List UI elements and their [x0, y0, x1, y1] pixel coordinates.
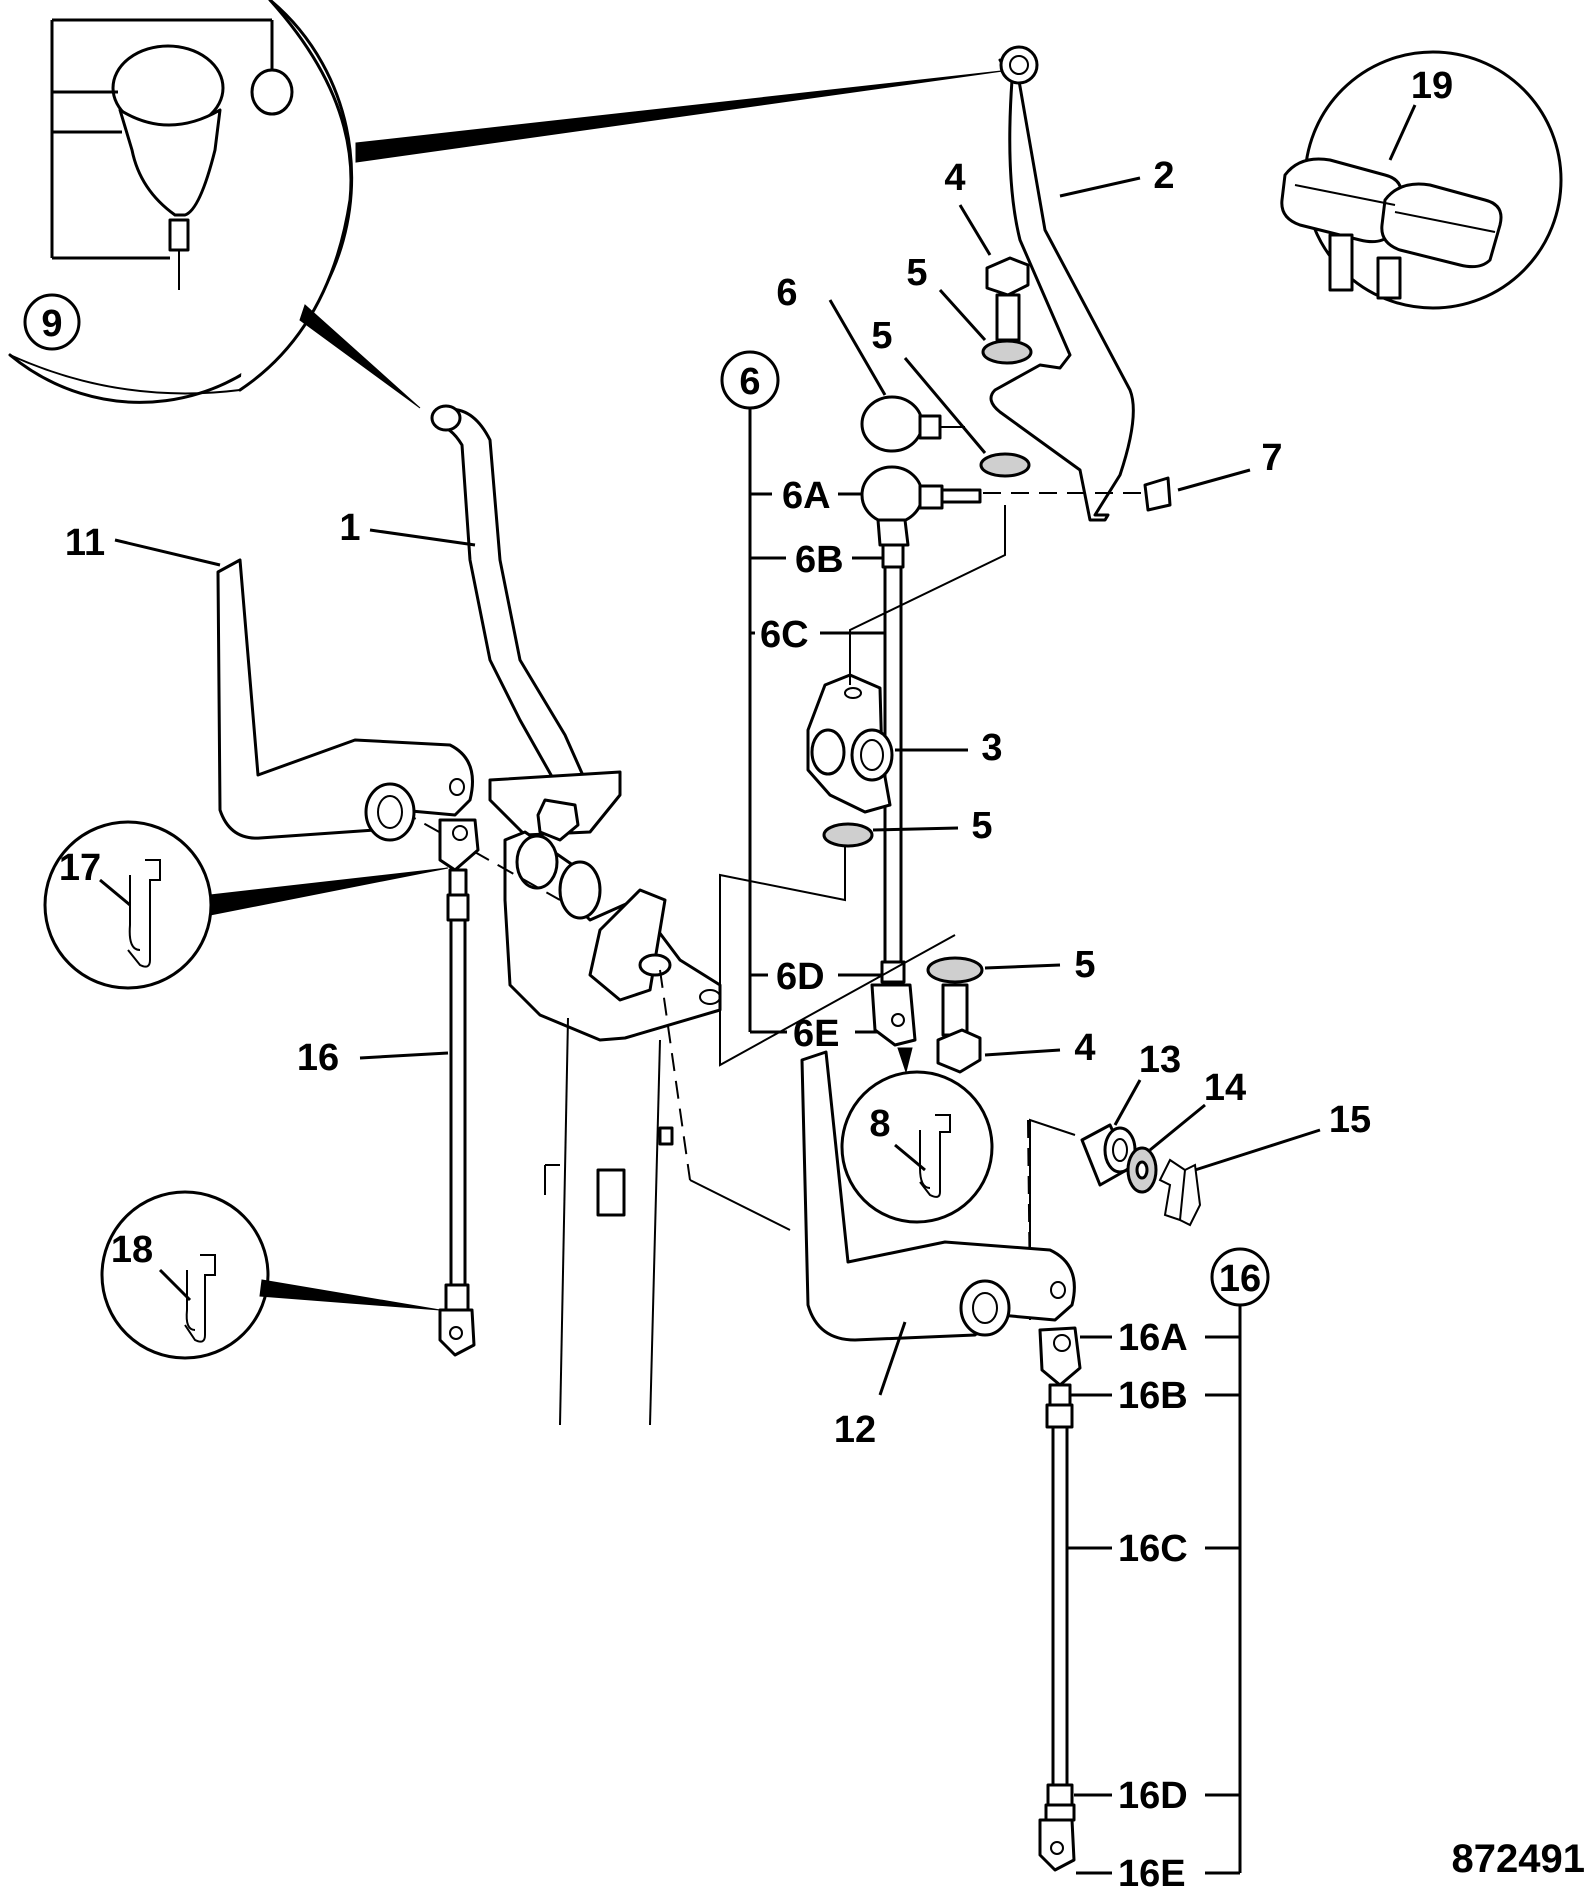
inset-17-label: 17: [59, 847, 101, 889]
inset-8-clip-detail: 8: [840, 1047, 994, 1224]
callout-5-b: 5: [871, 315, 892, 357]
group-6-badge: 6: [739, 361, 760, 403]
group-16-item-16a: 16A: [1118, 1317, 1188, 1359]
nut-7: [1143, 476, 1172, 512]
callout-7: 7: [1261, 437, 1282, 479]
inset-17-clip-detail: 17: [43, 820, 449, 990]
selector-block-3: [806, 673, 894, 814]
washer-5-d: [926, 956, 984, 984]
lever-12: [800, 1050, 1076, 1342]
inset-19-detail: 19: [1280, 50, 1563, 310]
inset-18-label: 18: [111, 1229, 153, 1271]
inset-18-clip-detail: 18: [100, 1190, 441, 1360]
group-6-callout: 6 6A 6B 6C 6D 6E: [720, 350, 884, 1055]
washer-5-b: [979, 452, 1031, 478]
washer-5-c: [822, 822, 874, 848]
callout-3: 3: [981, 727, 1002, 769]
group-16-item-16b: 16B: [1118, 1375, 1188, 1417]
group-16-item-16e: 16E: [1118, 1853, 1186, 1890]
callout-4-top: 4: [944, 157, 965, 199]
lever-11: [216, 558, 474, 842]
drawing-number: 872491: [1452, 1837, 1585, 1881]
bolt-4-lower: [936, 983, 982, 1074]
group-6-item-6c: 6C: [760, 614, 809, 656]
rod-16-left: [438, 818, 480, 1357]
ball-joint-6: [860, 395, 965, 453]
inset-9-label: 9: [41, 303, 62, 345]
callout-13: 13: [1139, 1039, 1181, 1081]
group-16-callout: 16 16A 16B 16C 16D 16E: [1068, 1247, 1270, 1890]
clip-15: [1158, 1158, 1187, 1222]
rod-16-right: [1038, 1326, 1082, 1872]
group-6-item-6a: 6A: [782, 475, 831, 517]
callout-14: 14: [1204, 1067, 1246, 1109]
ball-joint-6a: [860, 465, 982, 569]
lever-2: [989, 45, 1135, 522]
group-16-item-16d: 16D: [1118, 1775, 1188, 1817]
group-6-item-6b: 6B: [795, 539, 844, 581]
callout-5-a: 5: [906, 252, 927, 294]
inset-8-label: 8: [869, 1103, 890, 1145]
callout-15: 15: [1329, 1099, 1371, 1141]
callout-16-left: 16: [297, 1037, 339, 1079]
washer-5-a: [981, 339, 1033, 365]
bolt-4-top: [985, 256, 1030, 342]
group-6-item-6d: 6D: [776, 956, 825, 998]
group-16-item-16c: 16C: [1118, 1528, 1188, 1570]
callout-11: 11: [65, 522, 105, 564]
inset-19-label: 19: [1411, 65, 1453, 107]
inset-9-badge: [23, 293, 81, 351]
callout-5-c: 5: [971, 805, 992, 847]
group-16-badge: 16: [1219, 1258, 1261, 1300]
group-6-item-6e: 6E: [793, 1013, 839, 1055]
callout-5-d: 5: [1074, 944, 1095, 986]
lever-1: [430, 404, 587, 784]
callout-1: 1: [339, 507, 360, 549]
callout-6: 6: [776, 272, 797, 314]
inset-9-knob-detail: 9: [8, 0, 1011, 409]
callout-12: 12: [834, 1409, 876, 1451]
callout-2: 2: [1153, 155, 1174, 197]
base-mechanism: [488, 770, 722, 1426]
callout-4-lower: 4: [1074, 1027, 1095, 1069]
